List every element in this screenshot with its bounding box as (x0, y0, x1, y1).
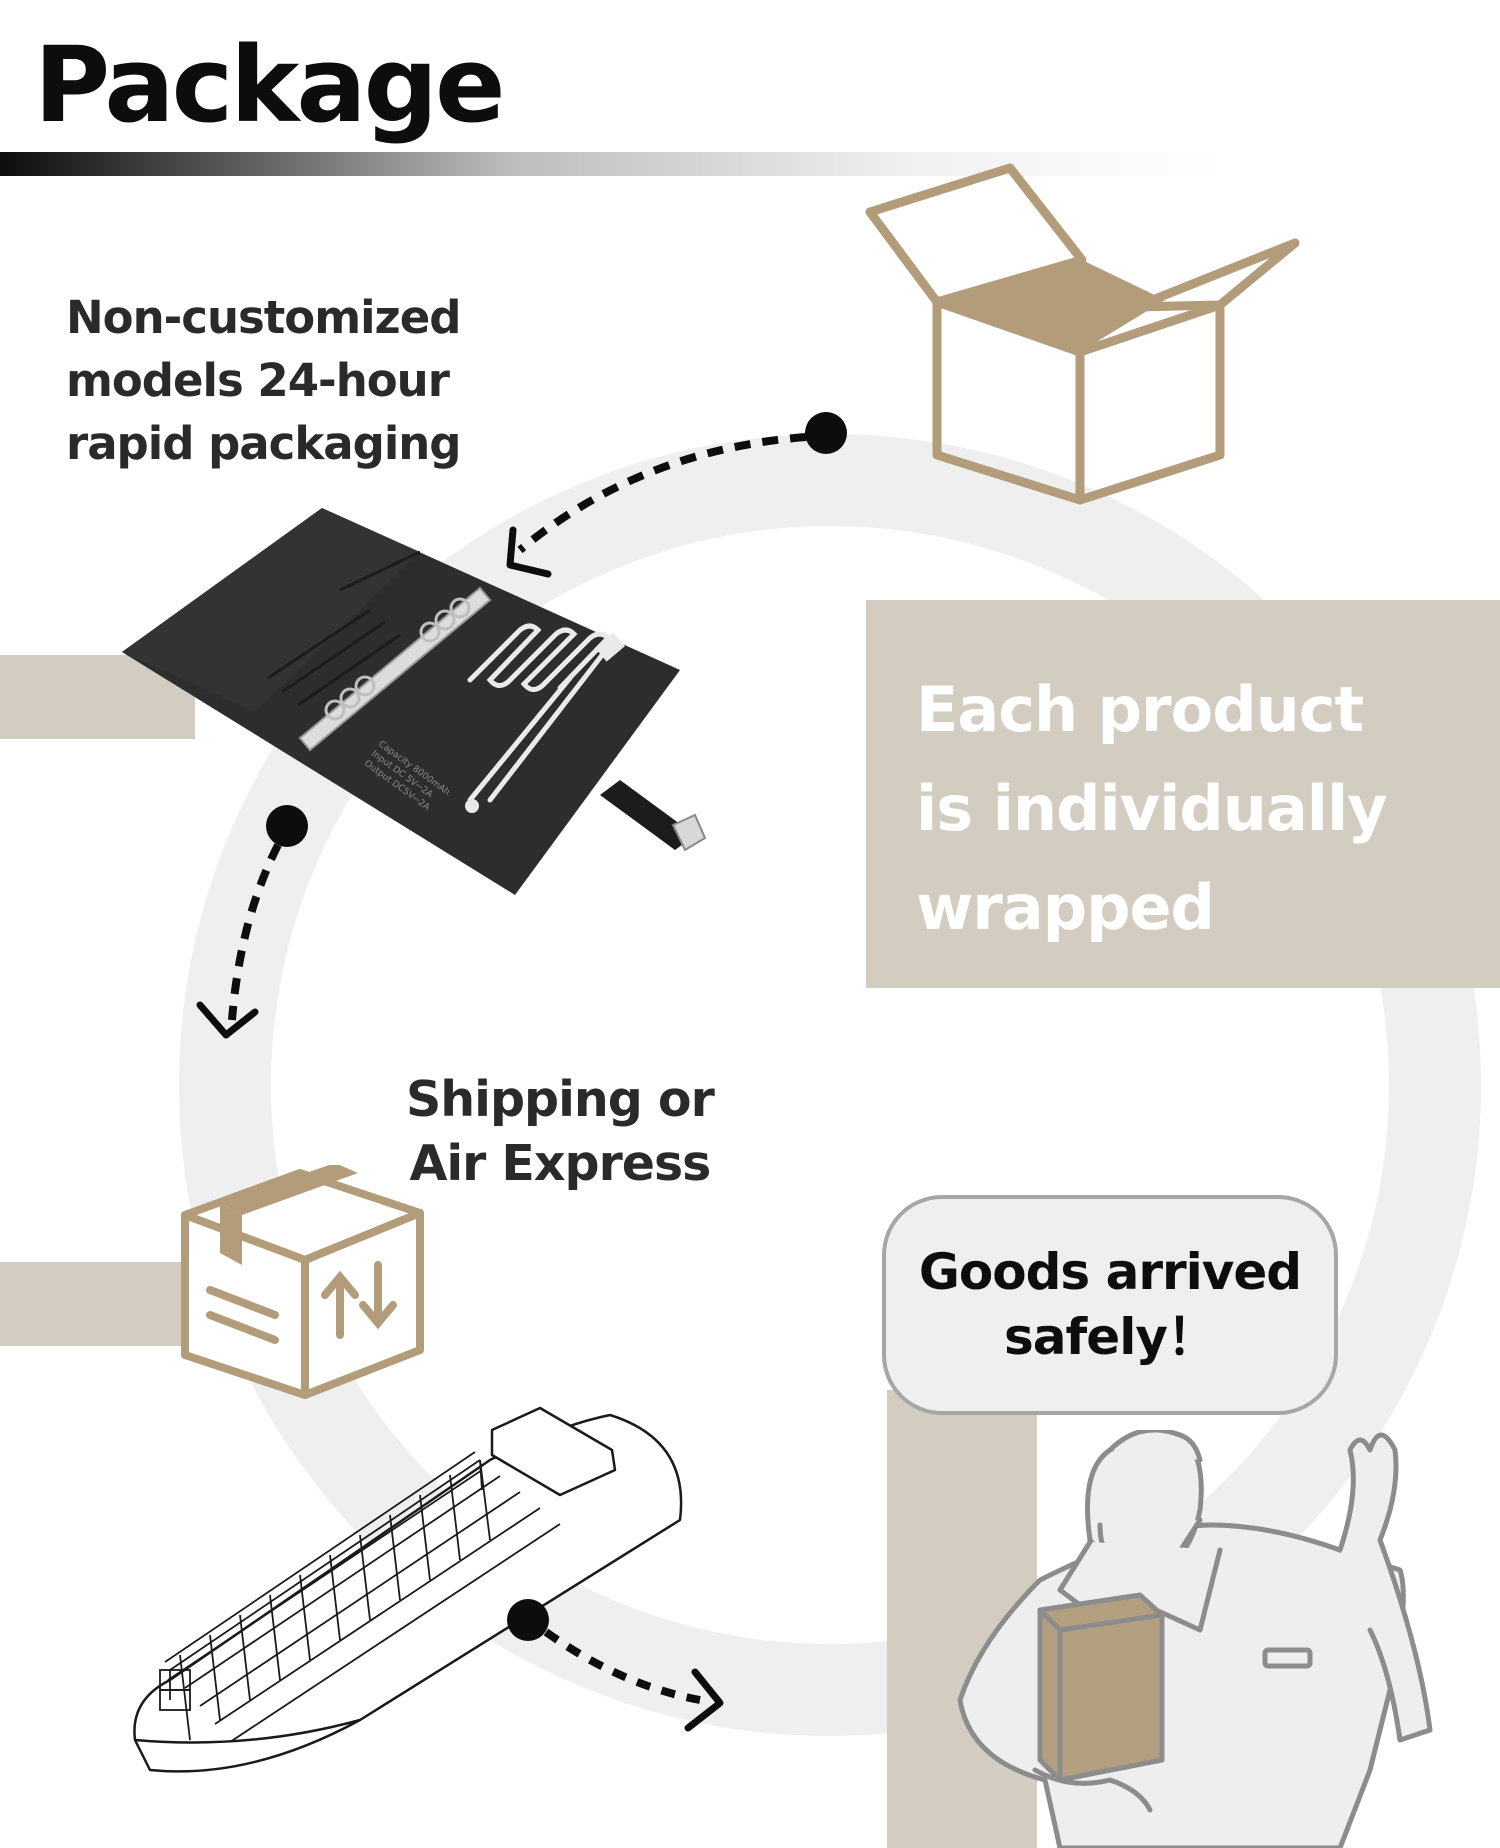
shipping-line-2: Air Express (409, 1134, 711, 1192)
arrival-speech-bubble: Goods arrived safely！ (882, 1195, 1338, 1415)
arrival-line-2: safely！ (1004, 1308, 1217, 1366)
packaging-step-label: Non-customized models 24-hour rapid pack… (66, 286, 462, 475)
packaging-line-1: Non-customized (66, 291, 461, 344)
decor-band-lower (0, 1262, 190, 1346)
cargo-ship-icon (133, 1406, 683, 1773)
wrapping-line-3: wrapped (916, 871, 1215, 945)
shipping-box-icon (181, 1165, 424, 1399)
delivery-man-icon (957, 1430, 1433, 1848)
packaging-line-3: rapid packaging (66, 417, 462, 470)
shipping-line-1: Shipping or (406, 1071, 715, 1128)
wrapping-line-1: Each product (916, 673, 1364, 746)
packaging-line-2: models 24-hour (66, 354, 450, 407)
page-title: Package (34, 24, 506, 146)
shipping-step-label: Shipping or Air Express (406, 1068, 715, 1195)
wrapping-line-2: is individually (916, 772, 1388, 846)
wrapping-panel (866, 600, 1500, 988)
arrival-line-1: Goods arrived (918, 1243, 1302, 1301)
wrapping-step-label: Each product is individually wrapped (916, 660, 1388, 958)
power-bank-notebook-image: Capacity 8000mAh Input DC 5V⎓2A Output D… (122, 508, 707, 895)
open-box-icon (865, 163, 1300, 505)
